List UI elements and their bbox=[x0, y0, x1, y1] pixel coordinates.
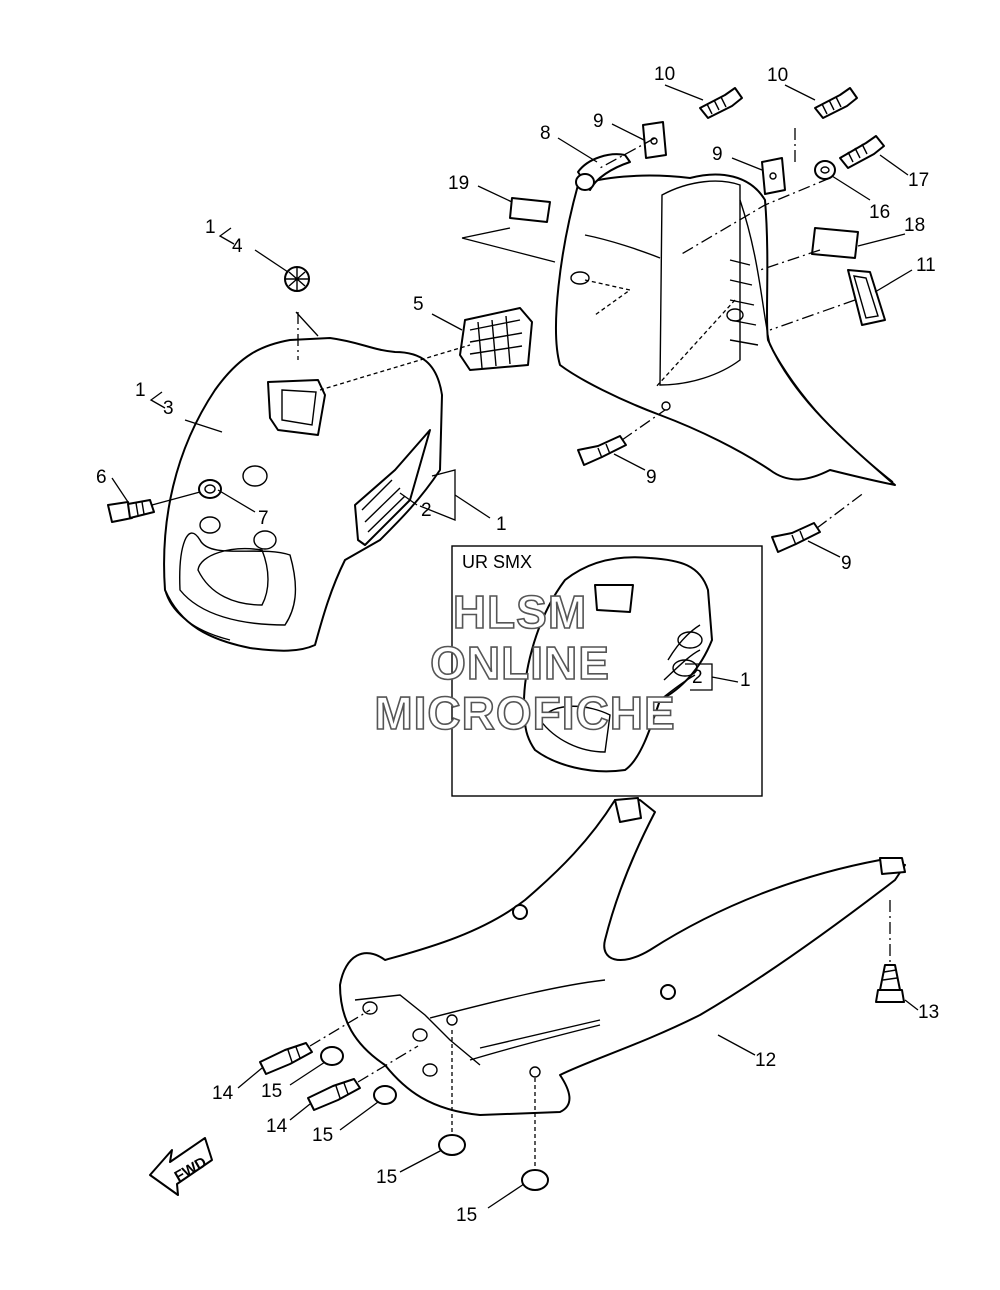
callout-10-left: 10 bbox=[654, 64, 675, 85]
callout-9-lower-right: 9 bbox=[841, 553, 852, 574]
callout-14-upper: 14 bbox=[212, 1083, 234, 1104]
callout-15-b: 15 bbox=[312, 1125, 333, 1146]
grommet-part-15-c bbox=[438, 1134, 466, 1156]
inset-box bbox=[451, 545, 763, 797]
front-cover bbox=[163, 337, 443, 652]
screw-part-17 bbox=[839, 135, 885, 169]
callout-4: 4 bbox=[232, 236, 243, 257]
screw-part-13 bbox=[875, 964, 905, 1003]
screw-part-9-lower-right bbox=[771, 522, 821, 553]
fwd-arrow: FWD bbox=[149, 1137, 213, 1196]
screw-part-6 bbox=[107, 499, 155, 523]
callout-6: 6 bbox=[96, 467, 107, 488]
callout-1-inset: 1 bbox=[740, 670, 751, 691]
callout-1-emblem: 1 bbox=[205, 217, 216, 238]
callout-5: 5 bbox=[413, 294, 424, 315]
callout-2-inset: 2 bbox=[692, 667, 703, 688]
callout-9-mid: 9 bbox=[712, 144, 723, 165]
grommet-part-15-a bbox=[320, 1046, 344, 1066]
callout-15-a: 15 bbox=[261, 1081, 282, 1102]
callout-8: 8 bbox=[540, 123, 551, 144]
callout-labels: 1 4 1 3 5 6 7 2 1 8 9 10 10 9 17 16 18 1… bbox=[96, 64, 939, 1226]
watermark-line-1: HLSM bbox=[453, 586, 587, 638]
screw-part-14-upper bbox=[259, 1042, 313, 1075]
callout-2: 2 bbox=[421, 500, 432, 521]
callout-17: 17 bbox=[908, 170, 929, 191]
label-part-18 bbox=[811, 227, 859, 259]
grommet-part-15-d bbox=[521, 1169, 549, 1191]
grommet-part-15-b bbox=[373, 1085, 397, 1105]
screw-part-14-lower bbox=[307, 1078, 361, 1111]
callout-15-c: 15 bbox=[376, 1167, 397, 1188]
callout-19: 19 bbox=[448, 173, 469, 194]
callout-10-right: 10 bbox=[767, 65, 788, 86]
hook-part-8 bbox=[575, 153, 631, 191]
label-part-19 bbox=[509, 197, 551, 223]
watermark-line-3: MICROFICHE bbox=[374, 687, 675, 739]
watermark-line-2: ONLINE bbox=[430, 637, 610, 689]
screw-part-10-right bbox=[814, 87, 858, 119]
grommet-part-7 bbox=[198, 479, 222, 499]
callout-11: 11 bbox=[916, 255, 936, 276]
clip-nut-part-9-top bbox=[642, 121, 667, 159]
callout-13: 13 bbox=[918, 1002, 939, 1023]
washer-part-16 bbox=[814, 160, 836, 180]
clip-nut-part-9-mid bbox=[761, 157, 786, 195]
callout-1-main: 1 bbox=[496, 514, 507, 535]
callout-3: 3 bbox=[163, 398, 174, 419]
watermark: HLSM ONLINE MICROFICHE bbox=[374, 585, 676, 740]
assembly-lines bbox=[295, 128, 891, 1168]
callout-9-top: 9 bbox=[593, 111, 604, 132]
inset-title: UR SMX bbox=[462, 552, 532, 572]
callout-18: 18 bbox=[904, 215, 925, 236]
screw-part-10-left bbox=[699, 87, 743, 119]
callout-16: 16 bbox=[869, 202, 890, 223]
floor-board-part-12 bbox=[339, 797, 906, 1116]
callout-9-lower-left: 9 bbox=[646, 467, 657, 488]
callout-12: 12 bbox=[755, 1050, 776, 1071]
leaders bbox=[111, 84, 919, 1209]
leg-shield bbox=[555, 173, 896, 486]
screw-part-9-lower-left bbox=[577, 435, 627, 466]
callout-14-lower: 14 bbox=[266, 1116, 288, 1137]
grille-part-5 bbox=[459, 307, 533, 371]
pad-part-11 bbox=[847, 269, 886, 326]
emblem-part-4 bbox=[284, 266, 310, 292]
callout-7: 7 bbox=[258, 508, 269, 529]
callout-15-d: 15 bbox=[456, 1205, 477, 1226]
callout-1-cover: 1 bbox=[135, 380, 146, 401]
